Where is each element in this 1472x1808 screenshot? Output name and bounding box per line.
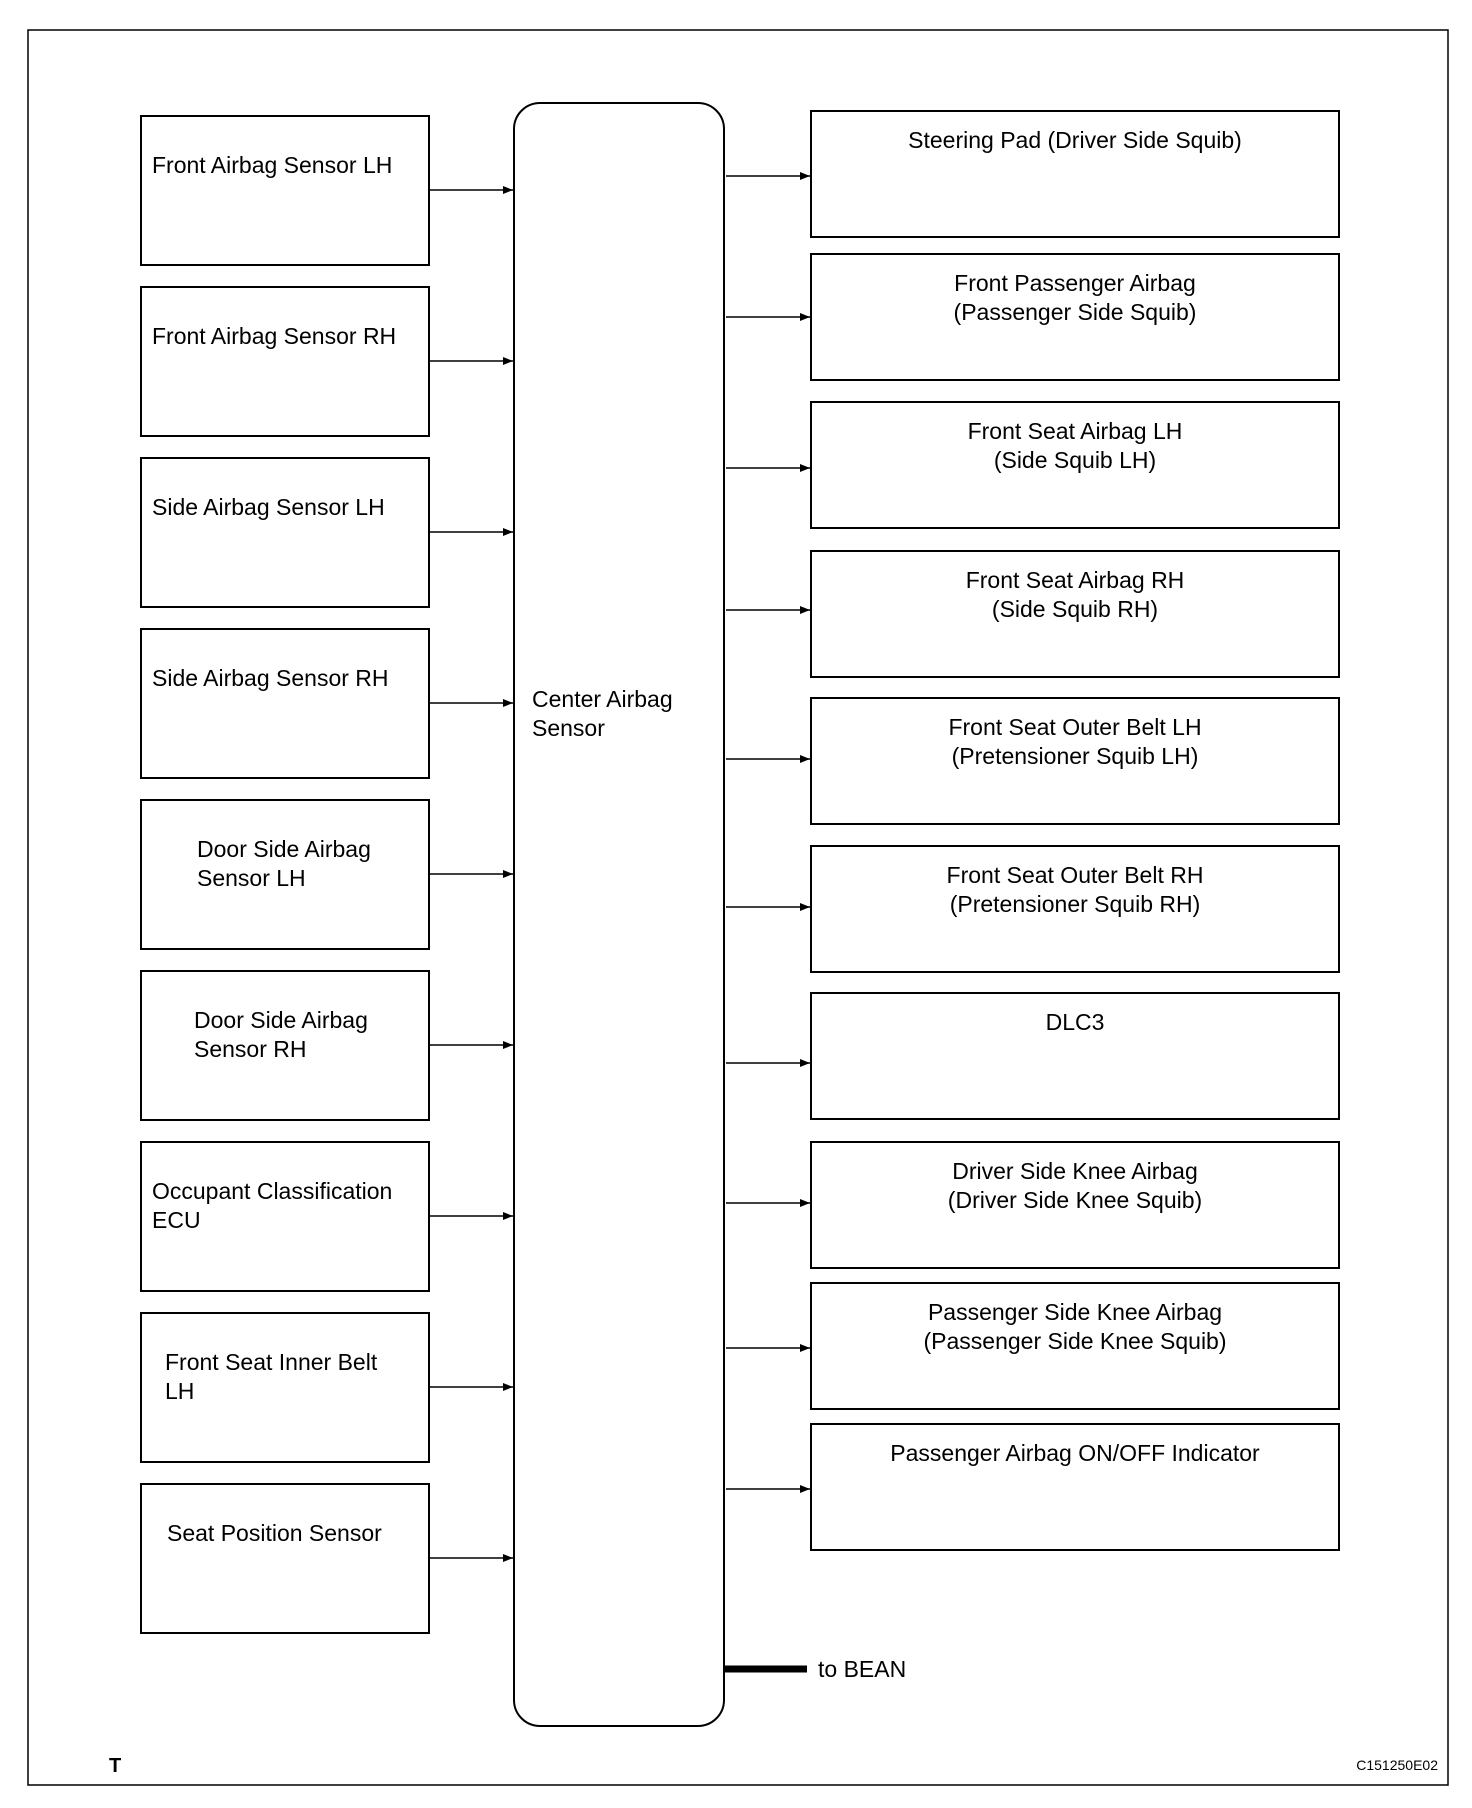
front-seat-outer-belt-lh: Front Seat Outer Belt LH (Pretensioner Sq…: [726, 697, 1340, 825]
seat-position-sensor-label: Seat Position Sensor: [167, 1520, 382, 1546]
front-airbag-sensor-lh: Front Airbag Sensor LH: [140, 115, 513, 266]
front-seat-outer-belt-rh-box: [810, 845, 1340, 973]
front-seat-outer-belt-rh: Front Seat Outer Belt RH (Pretensioner Sq…: [726, 845, 1340, 973]
seat-position-sensor-label-line: Seat Position Sensor: [167, 1520, 382, 1546]
input-sensors: Front Airbag Sensor LH Front Airbag Senso…: [140, 115, 513, 1634]
front-seat-outer-belt-lh-label-line: (Pretensioner Squib LH): [952, 743, 1199, 769]
passenger-airbag-indicator-box: [810, 1423, 1340, 1551]
front-seat-airbag-rh-label-line: (Side Squib RH): [992, 596, 1158, 622]
front-airbag-sensor-lh-label: Front Airbag Sensor LH: [152, 152, 392, 178]
passenger-airbag-indicator-label: Passenger Airbag ON/OFF Indicator: [890, 1440, 1260, 1466]
driver-side-knee-airbag-label-line: (Driver Side Knee Squib): [948, 1187, 1202, 1213]
passenger-airbag-indicator-label-line: Passenger Airbag ON/OFF Indicator: [890, 1440, 1260, 1466]
steering-pad: Steering Pad (Driver Side Squib): [726, 110, 1340, 238]
front-seat-airbag-rh: Front Seat Airbag RH (Side Squib RH): [726, 550, 1340, 678]
passenger-airbag-indicator: Passenger Airbag ON/OFF Indicator: [726, 1423, 1340, 1551]
front-seat-airbag-rh-label-line: Front Seat Airbag RH: [966, 567, 1185, 593]
steering-pad-label-line: Steering Pad (Driver Side Squib): [908, 127, 1242, 153]
driver-side-knee-airbag: Driver Side Knee Airbag (Driver Side Knee…: [726, 1141, 1340, 1269]
side-airbag-sensor-lh: Side Airbag Sensor LH: [140, 457, 513, 608]
passenger-side-knee-airbag: Passenger Side Knee Airbag (Passenger Sid…: [726, 1282, 1340, 1410]
front-seat-outer-belt-lh-label-line: Front Seat Outer Belt LH: [948, 714, 1201, 740]
front-airbag-sensor-rh-label: Front Airbag Sensor RH: [152, 323, 396, 349]
front-airbag-sensor-rh-box: [140, 286, 430, 437]
dlc3-label: DLC3: [1046, 1009, 1105, 1035]
driver-side-knee-airbag-box: [810, 1141, 1340, 1269]
front-passenger-airbag-label-line: Front Passenger Airbag: [954, 270, 1196, 296]
side-airbag-sensor-lh-box: [140, 457, 430, 608]
door-side-airbag-sensor-lh-label-line: Sensor LH: [197, 865, 306, 891]
side-airbag-sensor-lh-label-line: Side Airbag Sensor LH: [152, 494, 385, 520]
front-airbag-sensor-lh-box: [140, 115, 430, 266]
front-airbag-sensor-rh-label-line: Front Airbag Sensor RH: [152, 323, 396, 349]
diagram-frame: [27, 29, 1449, 1786]
footer-left-mark: T: [109, 1755, 121, 1777]
center-label-line-2: Sensor: [532, 715, 605, 741]
front-seat-outer-belt-rh-label: Front Seat Outer Belt RH (Pretensioner Sq…: [947, 862, 1204, 917]
front-seat-airbag-lh-label-line: Front Seat Airbag LH: [968, 418, 1183, 444]
steering-pad-box: [810, 110, 1340, 238]
front-seat-airbag-rh-label: Front Seat Airbag RH (Side Squib RH): [966, 567, 1185, 622]
door-side-airbag-sensor-rh-label-line: Door Side Airbag: [194, 1007, 368, 1033]
front-seat-airbag-lh: Front Seat Airbag LH (Side Squib LH): [726, 401, 1340, 529]
occupant-classification-ecu-box: [140, 1141, 430, 1292]
occupant-classification-ecu-label-line: ECU: [152, 1207, 201, 1233]
side-airbag-sensor-rh: Side Airbag Sensor RH: [140, 628, 513, 779]
front-seat-airbag-rh-box: [810, 550, 1340, 678]
output-devices: Steering Pad (Driver Side Squib) Front Pa…: [726, 110, 1340, 1551]
center-label-line-1: Center Airbag: [532, 686, 673, 712]
front-seat-outer-belt-lh-label: Front Seat Outer Belt LH (Pretensioner Sq…: [948, 714, 1201, 769]
front-passenger-airbag-box: [810, 253, 1340, 381]
driver-side-knee-airbag-label-line: Driver Side Knee Airbag: [952, 1158, 1197, 1184]
passenger-side-knee-airbag-label-line: Passenger Side Knee Airbag: [928, 1299, 1222, 1325]
seat-position-sensor: Seat Position Sensor: [140, 1483, 513, 1634]
front-seat-inner-belt-lh-label-line: Front Seat Inner Belt: [165, 1349, 378, 1375]
bean-bus-label: to BEAN: [818, 1656, 906, 1682]
door-side-airbag-sensor-lh-box: [140, 799, 430, 950]
front-passenger-airbag-label: Front Passenger Airbag (Passenger Side Sq…: [954, 270, 1197, 325]
front-airbag-sensor-rh: Front Airbag Sensor RH: [140, 286, 513, 437]
door-side-airbag-sensor-rh-label-line: Sensor RH: [194, 1036, 306, 1062]
front-seat-outer-belt-rh-label-line: Front Seat Outer Belt RH: [947, 862, 1204, 888]
side-airbag-sensor-rh-box: [140, 628, 430, 779]
front-airbag-sensor-lh-label-line: Front Airbag Sensor LH: [152, 152, 392, 178]
passenger-side-knee-airbag-box: [810, 1282, 1340, 1410]
dlc3-label-line: DLC3: [1046, 1009, 1105, 1035]
front-seat-outer-belt-lh-box: [810, 697, 1340, 825]
door-side-airbag-sensor-lh-label-line: Door Side Airbag: [197, 836, 371, 862]
front-passenger-airbag-label-line: (Passenger Side Squib): [954, 299, 1197, 325]
passenger-side-knee-airbag-label-line: (Passenger Side Knee Squib): [923, 1328, 1226, 1354]
driver-side-knee-airbag-label: Driver Side Knee Airbag (Driver Side Knee…: [948, 1158, 1202, 1213]
passenger-side-knee-airbag-label: Passenger Side Knee Airbag (Passenger Sid…: [923, 1299, 1226, 1354]
side-airbag-sensor-rh-label: Side Airbag Sensor RH: [152, 665, 389, 691]
front-seat-inner-belt-lh-box: [140, 1312, 430, 1463]
front-seat-inner-belt-lh-label-line: LH: [165, 1378, 194, 1404]
center-airbag-sensor-box: [513, 102, 725, 1727]
seat-position-sensor-box: [140, 1483, 430, 1634]
dlc3-box: [810, 992, 1340, 1120]
steering-pad-label: Steering Pad (Driver Side Squib): [908, 127, 1242, 153]
center-airbag-sensor-label: Center Airbag Sensor: [532, 686, 679, 741]
door-side-airbag-sensor-rh-box: [140, 970, 430, 1121]
dlc3: DLC3: [726, 992, 1340, 1120]
side-airbag-sensor-lh-label: Side Airbag Sensor LH: [152, 494, 385, 520]
front-seat-airbag-lh-box: [810, 401, 1340, 529]
front-seat-outer-belt-rh-label-line: (Pretensioner Squib RH): [950, 891, 1201, 917]
occupant-classification-ecu-label-line: Occupant Classification: [152, 1178, 392, 1204]
figure-code: C151250E02: [1356, 1757, 1438, 1773]
front-seat-airbag-lh-label: Front Seat Airbag LH (Side Squib LH): [968, 418, 1183, 473]
front-seat-airbag-lh-label-line: (Side Squib LH): [994, 447, 1156, 473]
side-airbag-sensor-rh-label-line: Side Airbag Sensor RH: [152, 665, 389, 691]
front-passenger-airbag: Front Passenger Airbag (Passenger Side Sq…: [726, 253, 1340, 381]
